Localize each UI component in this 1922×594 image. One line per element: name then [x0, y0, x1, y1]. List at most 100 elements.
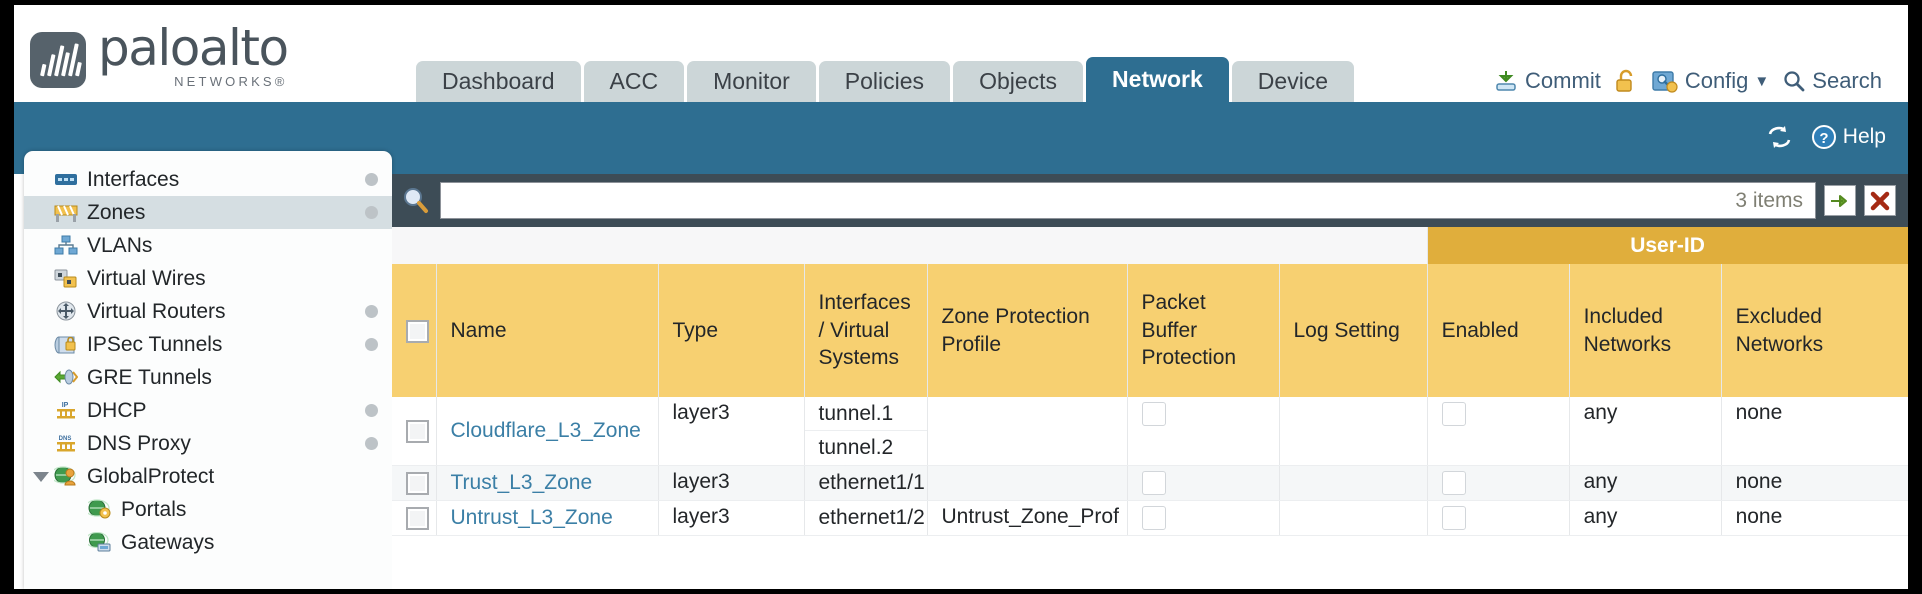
refresh-button[interactable]	[1766, 125, 1793, 149]
config-label: Config	[1684, 68, 1749, 93]
select-all-checkbox[interactable]	[406, 319, 429, 343]
row-select-checkbox[interactable]	[406, 419, 429, 443]
cell-userid-enabled	[1427, 465, 1570, 501]
top-right-actions: Commit Config ▼	[1493, 68, 1882, 94]
tab-acc[interactable]: ACC	[583, 61, 685, 102]
sidebar-item-dns-proxy[interactable]: DNS DNS Proxy	[24, 427, 392, 460]
sidebar-item-virtual-wires[interactable]: Virtual Wires	[24, 262, 392, 295]
tab-monitor[interactable]: Monitor	[687, 61, 816, 102]
sidebar-item-vlans[interactable]: VLANs	[24, 229, 392, 262]
column-header-included-networks[interactable]: Included Networks	[1569, 264, 1722, 397]
column-header-label: Enabled	[1441, 318, 1519, 342]
column-header-type[interactable]: Type	[658, 264, 805, 397]
chevron-down-icon: ▼	[1754, 72, 1770, 90]
brand-subtitle: NETWORKS®	[174, 74, 288, 89]
help-button[interactable]: ? Help	[1811, 124, 1886, 150]
group-header-spacer	[392, 227, 1428, 264]
sidebar-item-label: Zones	[87, 200, 146, 224]
search-input[interactable]	[441, 184, 1736, 217]
lock-button[interactable]	[1614, 68, 1638, 94]
paloalto-logo[interactable]: paloalto NETWORKS®	[30, 23, 289, 89]
cell-excluded-networks: none	[1721, 500, 1908, 536]
userid-enabled-checkbox[interactable]	[1441, 471, 1466, 496]
tab-label: Dashboard	[442, 68, 555, 94]
tab-policies[interactable]: Policies	[818, 61, 951, 102]
help-label: Help	[1842, 125, 1886, 148]
cell-packet-buffer-protection	[1127, 397, 1280, 466]
clear-filter-button[interactable]	[1864, 185, 1896, 216]
column-header-label: Excluded Networks	[1735, 304, 1824, 356]
zones-icon	[54, 202, 78, 223]
row-select-checkbox[interactable]	[406, 506, 429, 530]
column-header-packet-buffer[interactable]: Packet Buffer Protection	[1127, 264, 1280, 397]
sidebar-item-globalprotect[interactable]: GlobalProtect	[24, 460, 392, 493]
sidebar-status-dot-icon	[365, 404, 378, 417]
zone-name-link[interactable]: Cloudflare_L3_Zone	[450, 419, 641, 442]
filter-field-wrapper[interactable]: 3 items	[440, 182, 1816, 219]
column-header-label: Zone Protection Profile	[941, 304, 1090, 356]
sidebar-status-dot-icon	[365, 305, 378, 318]
tab-label: Policies	[844, 68, 925, 94]
sidebar-item-gateways[interactable]: Gateways	[24, 526, 392, 559]
tab-device[interactable]: Device	[1231, 61, 1355, 102]
svg-text:DNS: DNS	[59, 436, 72, 442]
sidebar-status-dot-icon	[365, 173, 378, 186]
packet-buffer-checkbox[interactable]	[1141, 402, 1166, 427]
userid-enabled-checkbox[interactable]	[1441, 402, 1466, 427]
cell-zone-protection	[927, 397, 1128, 466]
column-header-zone-protection[interactable]: Zone Protection Profile	[927, 264, 1128, 397]
apply-filter-button[interactable]	[1824, 185, 1856, 216]
sidebar-item-zones[interactable]: Zones	[24, 196, 392, 229]
zone-name-link[interactable]: Trust_L3_Zone	[450, 471, 593, 494]
row-select-checkbox[interactable]	[406, 471, 429, 495]
cell-excluded-networks: none	[1721, 397, 1908, 466]
cell-value: layer3	[672, 470, 730, 493]
column-header-name[interactable]: Name	[436, 264, 659, 397]
tab-dashboard[interactable]: Dashboard	[416, 61, 581, 102]
interfaces-icon	[54, 169, 78, 190]
userid-enabled-checkbox[interactable]	[1441, 506, 1466, 531]
column-header-label: Included Networks	[1583, 304, 1672, 356]
tab-label: Device	[1257, 68, 1329, 94]
commit-button[interactable]: Commit	[1493, 68, 1601, 94]
cell-value: layer3	[672, 401, 730, 424]
sidebar-item-label: Portals	[121, 497, 187, 521]
sidebar-item-interfaces[interactable]: Interfaces	[24, 163, 392, 196]
expand-triangle-icon[interactable]	[33, 471, 49, 482]
sidebar-status-dot-icon	[365, 338, 378, 351]
tab-network[interactable]: Network	[1086, 57, 1229, 102]
config-menu[interactable]: Config ▼	[1651, 68, 1769, 94]
search-button[interactable]: Search	[1782, 68, 1882, 94]
packet-buffer-checkbox[interactable]	[1141, 506, 1166, 531]
column-header-excluded-networks[interactable]: Excluded Networks	[1721, 264, 1908, 397]
sidebar-item-ipsec-tunnels[interactable]: IPSec Tunnels	[24, 328, 392, 361]
zone-name-link[interactable]: Untrust_L3_Zone	[450, 506, 613, 529]
cell-value: none	[1735, 505, 1783, 528]
search-icon	[1784, 71, 1805, 92]
cell-userid-enabled	[1427, 500, 1570, 536]
sidebar-item-gre-tunnels[interactable]: GRE Tunnels	[24, 361, 392, 394]
cell-value: any	[1583, 505, 1618, 528]
filter-toolbar: 3 items	[392, 174, 1908, 227]
column-header-log-setting[interactable]: Log Setting	[1279, 264, 1428, 397]
column-header-interfaces[interactable]: Interfaces / Virtual Systems	[804, 264, 928, 397]
svg-text:IP: IP	[62, 402, 69, 409]
interface-entry: ethernet1/2	[818, 506, 925, 529]
sidebar-item-portals[interactable]: Portals	[24, 493, 392, 526]
column-header-userid-enabled[interactable]: Enabled	[1427, 264, 1570, 397]
packet-buffer-checkbox[interactable]	[1141, 471, 1166, 496]
tab-objects[interactable]: Objects	[953, 61, 1084, 102]
sidebar-item-label: DNS Proxy	[87, 431, 191, 455]
cell-userid-enabled	[1427, 397, 1570, 466]
sidebar-item-virtual-routers[interactable]: Virtual Routers	[24, 295, 392, 328]
search-magnifier-icon[interactable]	[400, 185, 432, 217]
